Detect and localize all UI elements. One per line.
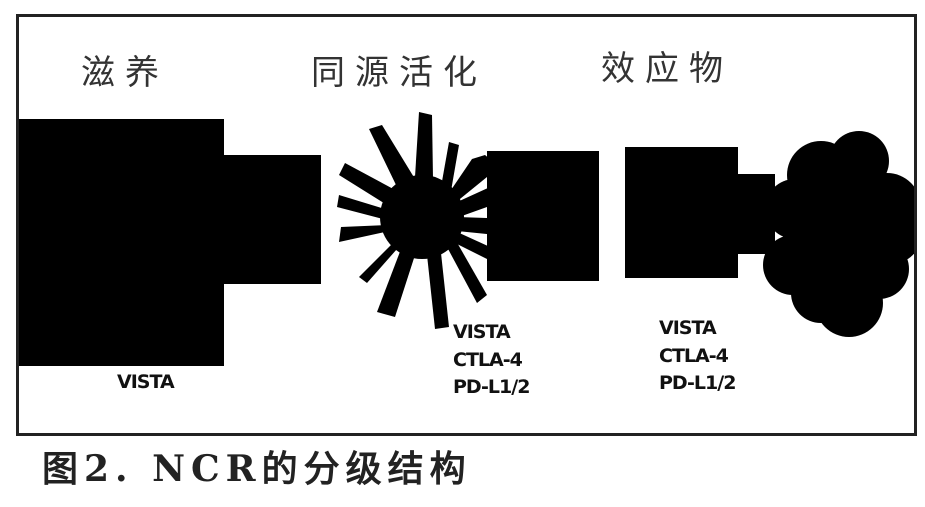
marker-pdl12: PD-L1/2 <box>659 372 736 395</box>
marker-ctla4: CTLA-4 <box>453 348 523 371</box>
effector-cloud-cell-icon <box>763 131 914 337</box>
activated-spiky-cell-icon <box>337 112 517 329</box>
marker-pdl12: PD-L1/2 <box>453 376 530 399</box>
marker-vista: VISTA <box>659 317 717 339</box>
effector-receptor-block <box>625 147 738 278</box>
nourish-cell-body <box>19 119 224 366</box>
stage-title-effector: 效应物 <box>601 49 733 89</box>
marker-vista: VISTA <box>117 371 175 393</box>
nourish-receptor-block <box>219 155 321 284</box>
marker-ctla4: CTLA-4 <box>659 344 729 367</box>
figure-caption: 图2. NCR的分级结构 <box>42 448 472 490</box>
diagram-frame: 滋养 同源活化 效应物 VISTA VISTA CTLA-4 PD <box>16 14 917 436</box>
stage-title-homologous-activation: 同源活化 <box>311 53 487 93</box>
nourish-marker-list: VISTA <box>117 369 175 397</box>
stage-title-nourish: 滋养 <box>81 53 169 93</box>
activated-marker-list: VISTA CTLA-4 PD-L1/2 <box>453 319 530 402</box>
marker-vista: VISTA <box>453 321 511 343</box>
activated-receptor-block <box>487 151 599 281</box>
effector-marker-list: VISTA CTLA-4 PD-L1/2 <box>659 315 736 398</box>
